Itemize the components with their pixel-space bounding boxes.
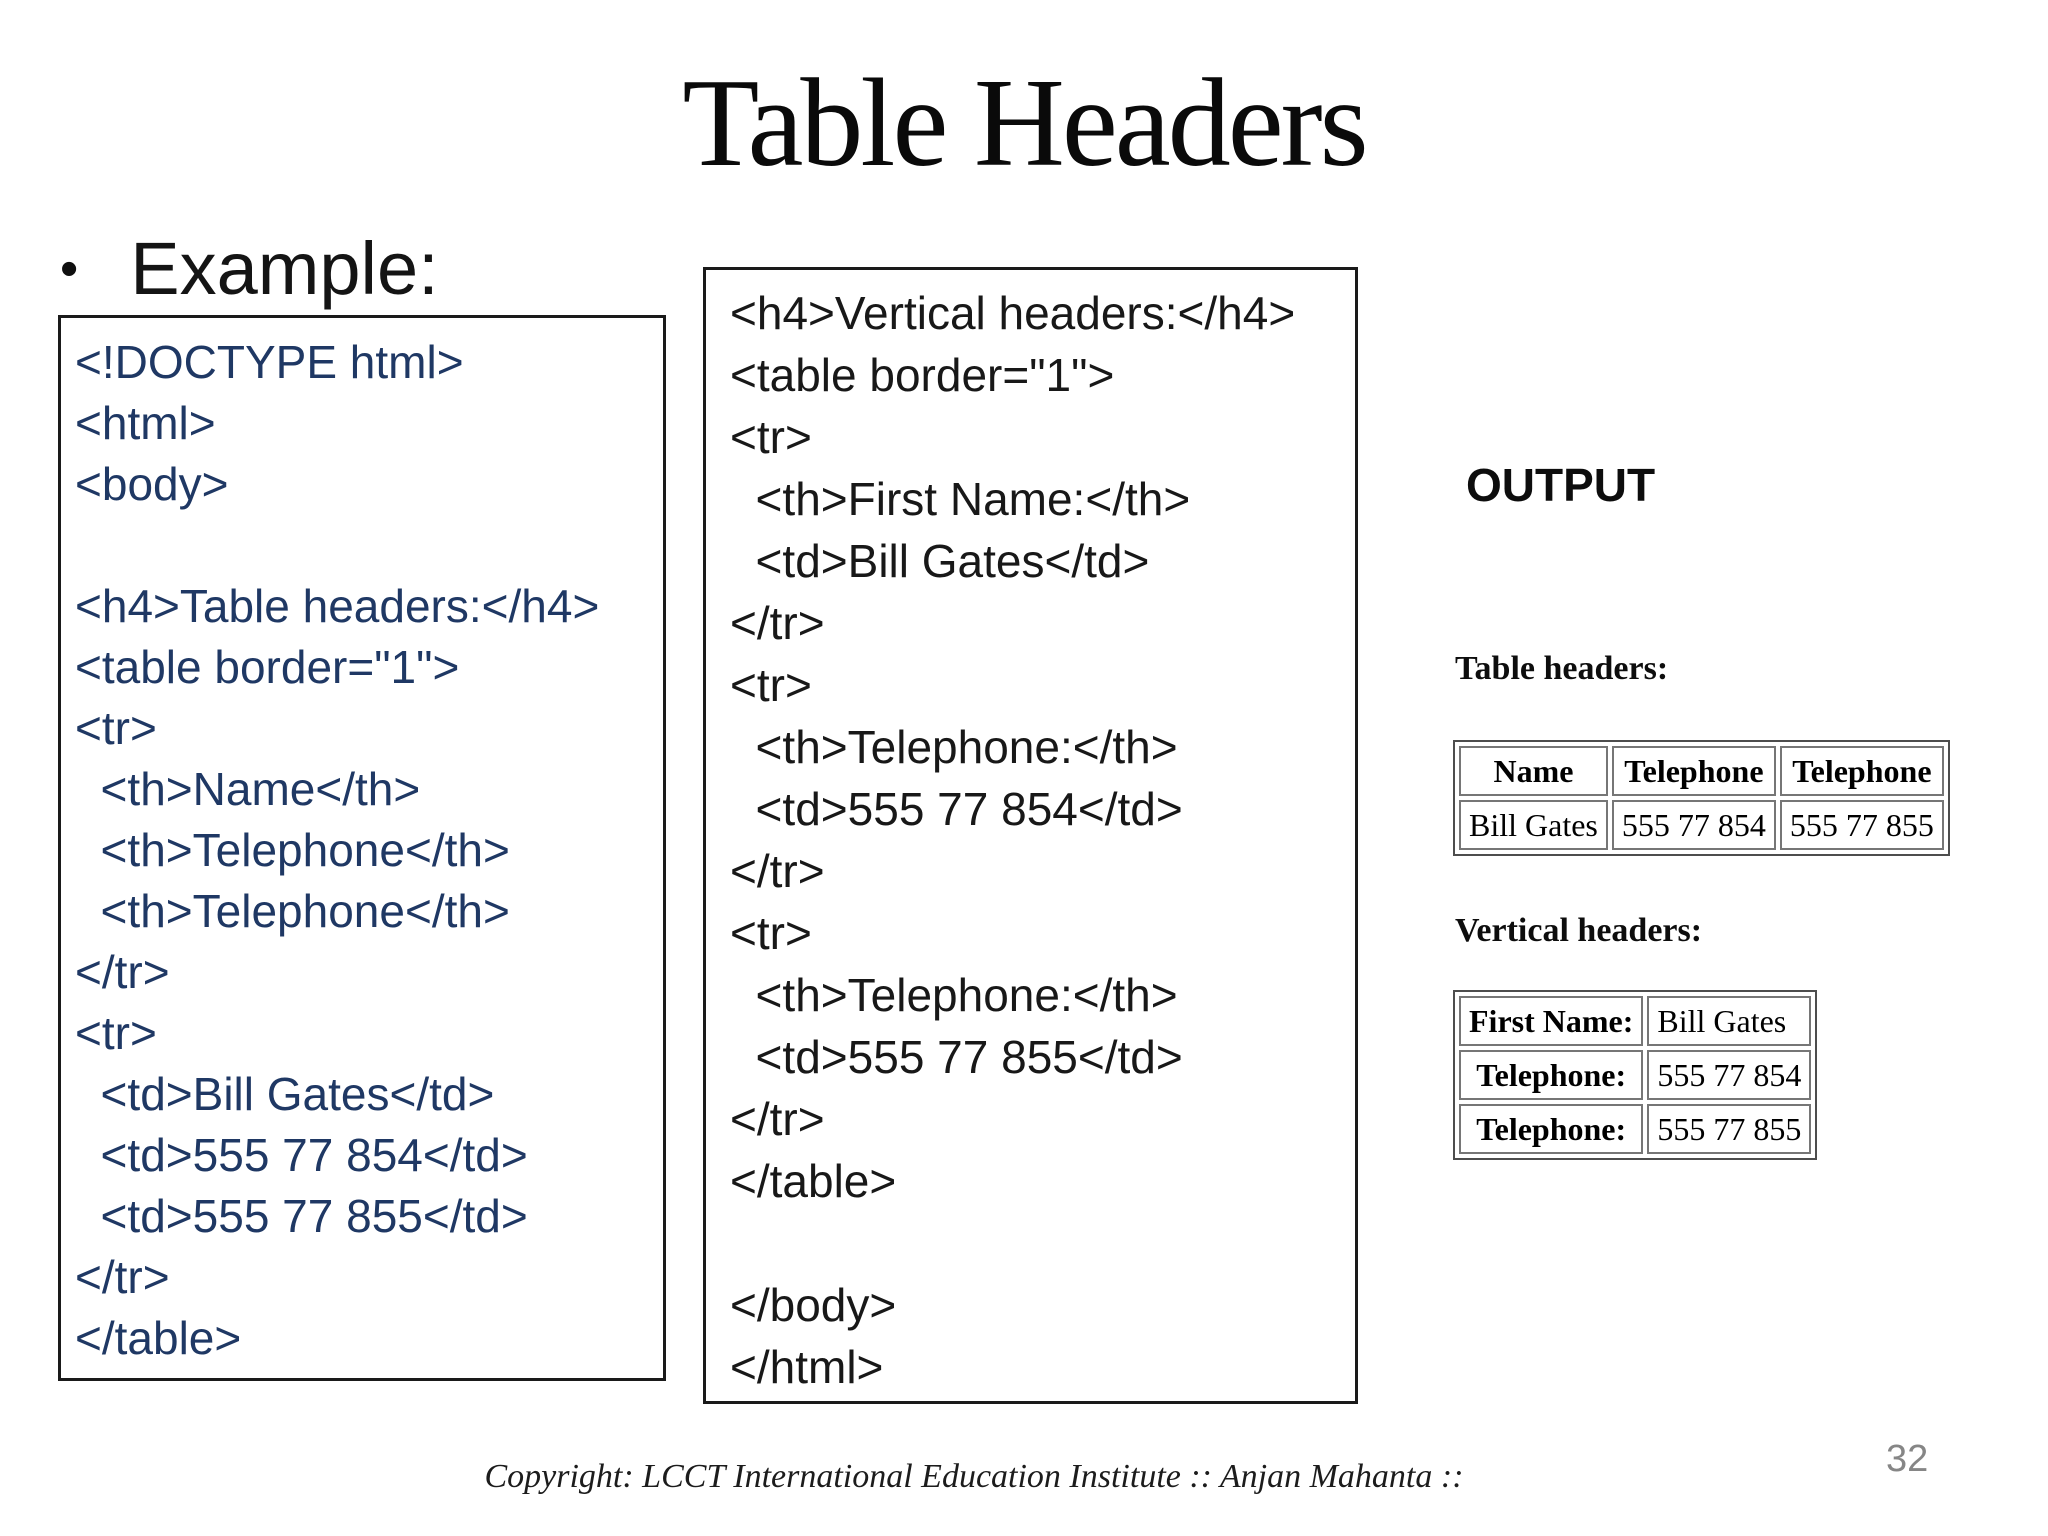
output-heading-table-headers: Table headers: [1455, 650, 1669, 687]
page-title: Table Headers [682, 54, 1368, 193]
header-cell: First Name: [1459, 996, 1644, 1046]
data-cell: 555 77 854 [1611, 800, 1776, 850]
data-cell: 555 77 855 [1779, 800, 1944, 850]
example-bullet-row: • Example: [60, 227, 439, 310]
data-cell: 555 77 854 [1647, 1050, 1812, 1100]
code-block-vertical-headers: <h4>Vertical headers:</h4> <table border… [703, 267, 1358, 1404]
header-cell: Telephone: [1459, 1050, 1644, 1100]
header-cell: Name [1459, 746, 1608, 796]
example-label: Example: [130, 227, 439, 310]
output-heading-vertical-headers: Vertical headers: [1455, 912, 1703, 949]
bullet-icon: • [60, 239, 79, 298]
table-row: Telephone:555 77 855 [1459, 1104, 1812, 1154]
data-cell: 555 77 855 [1647, 1104, 1812, 1154]
copyright-footer: Copyright: LCCT International Education … [484, 1458, 1464, 1495]
code-block-table-headers: <!DOCTYPE html> <html> <body> <h4>Table … [58, 315, 666, 1381]
table-row: Telephone:555 77 854 [1459, 1050, 1812, 1100]
table-row: First Name:Bill Gates [1459, 996, 1812, 1046]
output-label: OUTPUT [1466, 459, 1656, 511]
data-cell: Bill Gates [1647, 996, 1812, 1046]
header-cell: Telephone [1611, 746, 1776, 796]
page-number: 32 [1886, 1438, 1929, 1480]
data-cell: Bill Gates [1459, 800, 1608, 850]
header-cell: Telephone: [1459, 1104, 1644, 1154]
header-cell: Telephone [1779, 746, 1944, 796]
